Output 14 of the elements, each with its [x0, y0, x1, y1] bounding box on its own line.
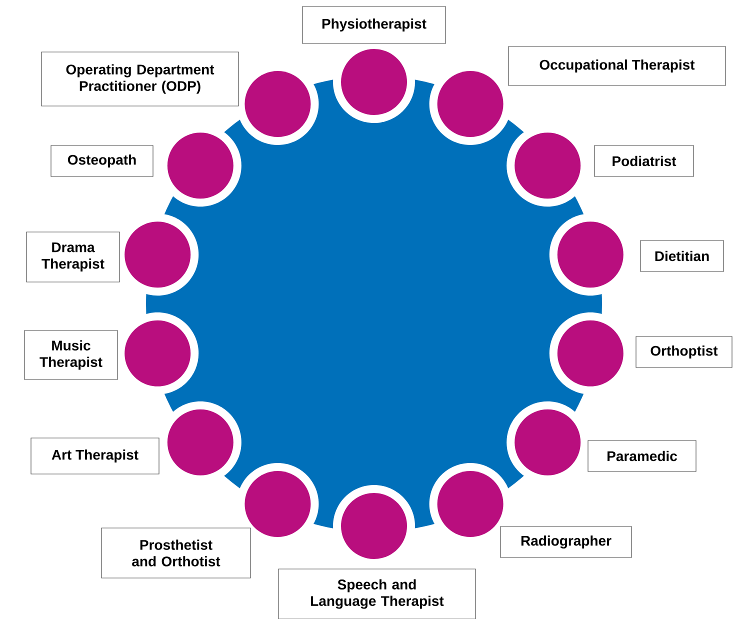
label-box: Podiatrist — [594, 145, 694, 177]
label-box: Drama Therapist — [26, 232, 120, 282]
label-box: Speech and Language Therapist — [278, 568, 476, 619]
label-box: Physiotherapist — [302, 6, 446, 44]
label-box: Radiographer — [500, 526, 632, 558]
label-box: Occupational Therapist — [508, 46, 726, 86]
label-box: Paramedic — [588, 440, 696, 472]
label-box: Osteopath — [50, 145, 154, 177]
label-box: Prosthetist and Orthotist — [101, 528, 251, 578]
label-box: Dietitian — [640, 240, 724, 272]
label-box: Music Therapist — [24, 330, 118, 380]
label-box: Art Therapist — [30, 438, 160, 474]
label-box: Operating Department Practitioner (ODP) — [41, 52, 239, 106]
label-box: Orthoptist — [636, 336, 732, 368]
